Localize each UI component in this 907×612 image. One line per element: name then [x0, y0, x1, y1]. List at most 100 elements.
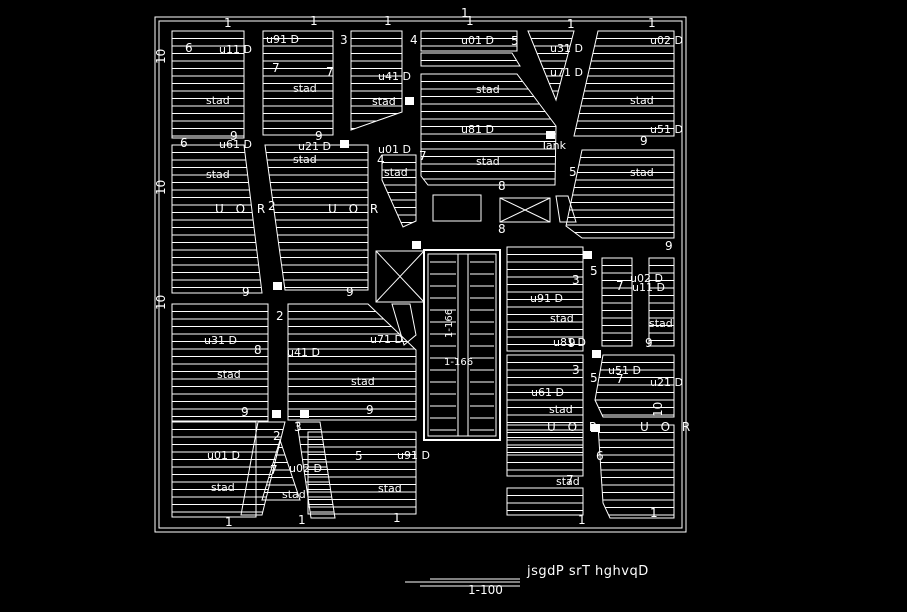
number-mark: 1 [650, 506, 658, 520]
stair-core-outer [423, 249, 501, 441]
beam-label: u02 D [630, 272, 663, 285]
slab-panel-outline [420, 73, 557, 186]
number-mark: 2 [268, 199, 276, 213]
number-mark: 1 [567, 17, 575, 31]
column-marker [591, 424, 600, 432]
direction-label: U O R [547, 420, 601, 434]
beam-label: u31 D [550, 42, 583, 55]
beam-label: u51 D [608, 364, 641, 377]
drawing-title: jsgdP srT hghvqD [527, 564, 649, 579]
lift-cross [375, 250, 425, 303]
column-marker [272, 410, 281, 418]
slab-panel-outline [287, 303, 417, 421]
number-mark: 5 [511, 34, 519, 48]
number-mark: 7 [616, 279, 624, 293]
number-mark: 10 [154, 49, 168, 64]
slab-panel-outline [350, 30, 403, 131]
building-inner-outline [158, 20, 683, 529]
number-mark: 1 [648, 16, 656, 30]
slab-panel-label: stad [384, 166, 408, 179]
slab-panel-outline [171, 303, 269, 422]
number-mark: 2 [273, 429, 281, 443]
tank-label: Tank [540, 139, 567, 152]
shaft-outline [555, 195, 577, 223]
number-mark: 9 [315, 129, 323, 143]
beam-label: u01 D [207, 449, 240, 462]
beam-label: u91 D [530, 292, 563, 305]
beam-label: u21 D [298, 140, 331, 153]
number-mark: 10 [154, 295, 168, 310]
slab-panel-outline [420, 52, 521, 67]
beam-label: u01 D [378, 143, 411, 156]
beam-label: u91 D [397, 449, 430, 462]
number-mark: 4 [410, 33, 418, 47]
number-mark: 3 [294, 420, 302, 434]
number-mark: 9 [645, 336, 653, 350]
beam-label: u11 D [219, 43, 252, 56]
shaft-outline [391, 303, 417, 346]
number-mark: 9 [230, 129, 238, 143]
slab-panel-label: stad [549, 403, 573, 416]
slab-panel-label: stad [217, 368, 241, 381]
slab-panel-label: stad [550, 312, 574, 325]
slab-panel-label: stad [476, 83, 500, 96]
slab-panel-outline [506, 424, 584, 477]
slab-panel-outline [648, 257, 675, 347]
slab-panel-outline [573, 30, 675, 137]
beam-label: u01 D [461, 34, 494, 47]
number-mark: 1 [578, 513, 586, 527]
beam-label: u31 D [204, 334, 237, 347]
beam-label: u81 D [461, 123, 494, 136]
tank-box [432, 194, 482, 222]
column-marker [273, 282, 282, 290]
number-mark: 7 [270, 463, 278, 477]
number-mark: 1 [224, 16, 232, 30]
beam-label: u02 D [289, 462, 322, 475]
slab-panel-outline [296, 421, 336, 519]
slab-panel-outline [597, 424, 675, 519]
number-mark: 1 [384, 14, 392, 28]
slab-panel-label: stad [630, 166, 654, 179]
number-mark: 4 [377, 153, 385, 167]
number-mark: 5 [569, 165, 577, 179]
number-mark: 9 [242, 285, 250, 299]
slab-panel-outline [565, 149, 675, 239]
slab-panel-outline [171, 421, 257, 518]
beam-label: u11 D [632, 281, 665, 294]
number-mark: 9 [665, 239, 673, 253]
number-mark: 3 [340, 33, 348, 47]
building-outline [154, 16, 687, 533]
number-mark: 8 [498, 222, 506, 236]
slab-panel-label: stad [351, 375, 375, 388]
slab-panel-outline [601, 257, 633, 347]
number-mark: 6 [180, 136, 188, 150]
number-mark: 6 [596, 449, 604, 463]
number-mark: 6 [185, 41, 193, 55]
slab-panel-outline [527, 30, 575, 102]
number-mark: 7 [616, 372, 624, 386]
slab-panel-label: stad [293, 153, 317, 166]
number-mark: 5 [590, 264, 598, 278]
beam-label: u71 D [550, 66, 583, 79]
number-mark: 9 [366, 403, 374, 417]
number-mark: 1 [466, 14, 474, 28]
slab-panel-outline [171, 144, 263, 294]
number-mark: 10 [651, 402, 665, 417]
direction-label: U O R [640, 420, 694, 434]
number-mark: 8 [254, 343, 262, 357]
slab-panel-outline [506, 246, 584, 352]
column-marker [583, 251, 592, 259]
stair-label: 1-166 [444, 357, 473, 368]
beam-label: u41 D [287, 346, 320, 359]
number-mark: 1 [225, 515, 233, 529]
beam-label: u91 D [266, 33, 299, 46]
beam-label: u21 D [650, 376, 683, 389]
number-mark: 8 [498, 179, 506, 193]
number-mark: 9 [241, 405, 249, 419]
number-mark: 1 [298, 513, 306, 527]
column-marker [340, 140, 349, 148]
number-mark: 10 [154, 180, 168, 195]
number-mark: 7 [419, 149, 427, 163]
structural-linework [154, 16, 687, 587]
